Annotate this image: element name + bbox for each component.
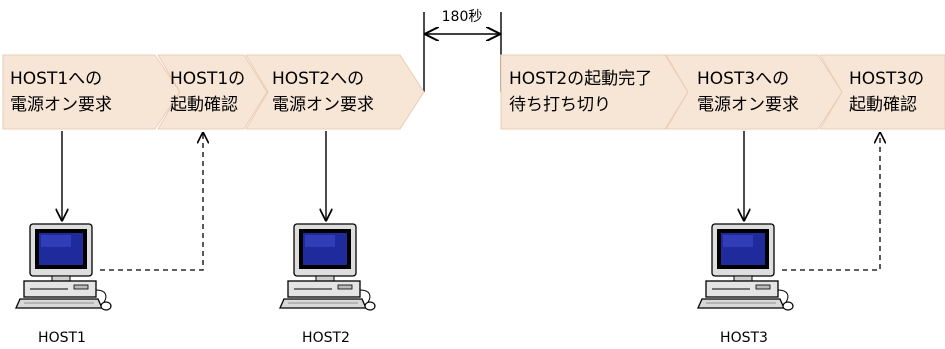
step-5-line1: HOST3への <box>697 69 789 89</box>
step-3-line1: HOST2への <box>272 69 364 89</box>
step-5-line2: 電源オン要求 <box>697 95 799 115</box>
wait-label: 180秒 <box>442 9 483 25</box>
host2-label: HOST2 <box>302 330 350 346</box>
step-6-line2: 起動確認 <box>849 95 917 115</box>
host1-label: HOST1 <box>38 330 86 346</box>
step-6: HOST3の 起動確認 <box>819 54 945 130</box>
host2: HOST2 <box>279 223 376 346</box>
dashed-arrow-up-icon <box>100 133 203 271</box>
wait-interval: 180秒 <box>423 9 502 92</box>
step-1-line1: HOST1への <box>10 69 102 89</box>
step-2: HOST1の 起動確認 <box>157 54 268 130</box>
step-3-line2: 電源オン要求 <box>272 95 374 115</box>
step-3: HOST2への 電源オン要求 <box>245 54 425 130</box>
step-2-line2: 起動確認 <box>170 95 238 115</box>
step-4-line2: 待ち打ち切り <box>509 95 611 115</box>
step-4-line1: HOST2の起動完了 <box>509 69 652 89</box>
step-6-line1: HOST3の <box>849 69 924 89</box>
host3: HOST3 <box>697 223 794 346</box>
step-5: HOST3への 電源オン要求 <box>665 54 843 130</box>
computer-icon <box>15 223 112 311</box>
dashed-arrow-up-icon <box>782 133 880 271</box>
host1: HOST1 <box>15 223 112 346</box>
step-1-line2: 電源オン要求 <box>10 95 112 115</box>
host3-label: HOST3 <box>720 330 768 346</box>
step-2-line1: HOST1の <box>170 69 245 89</box>
step-1: HOST1への 電源オン要求 <box>2 54 181 130</box>
step-4: HOST2の起動完了 待ち打ち切り <box>500 54 689 130</box>
computer-icon <box>279 223 376 311</box>
computer-icon <box>697 223 794 311</box>
